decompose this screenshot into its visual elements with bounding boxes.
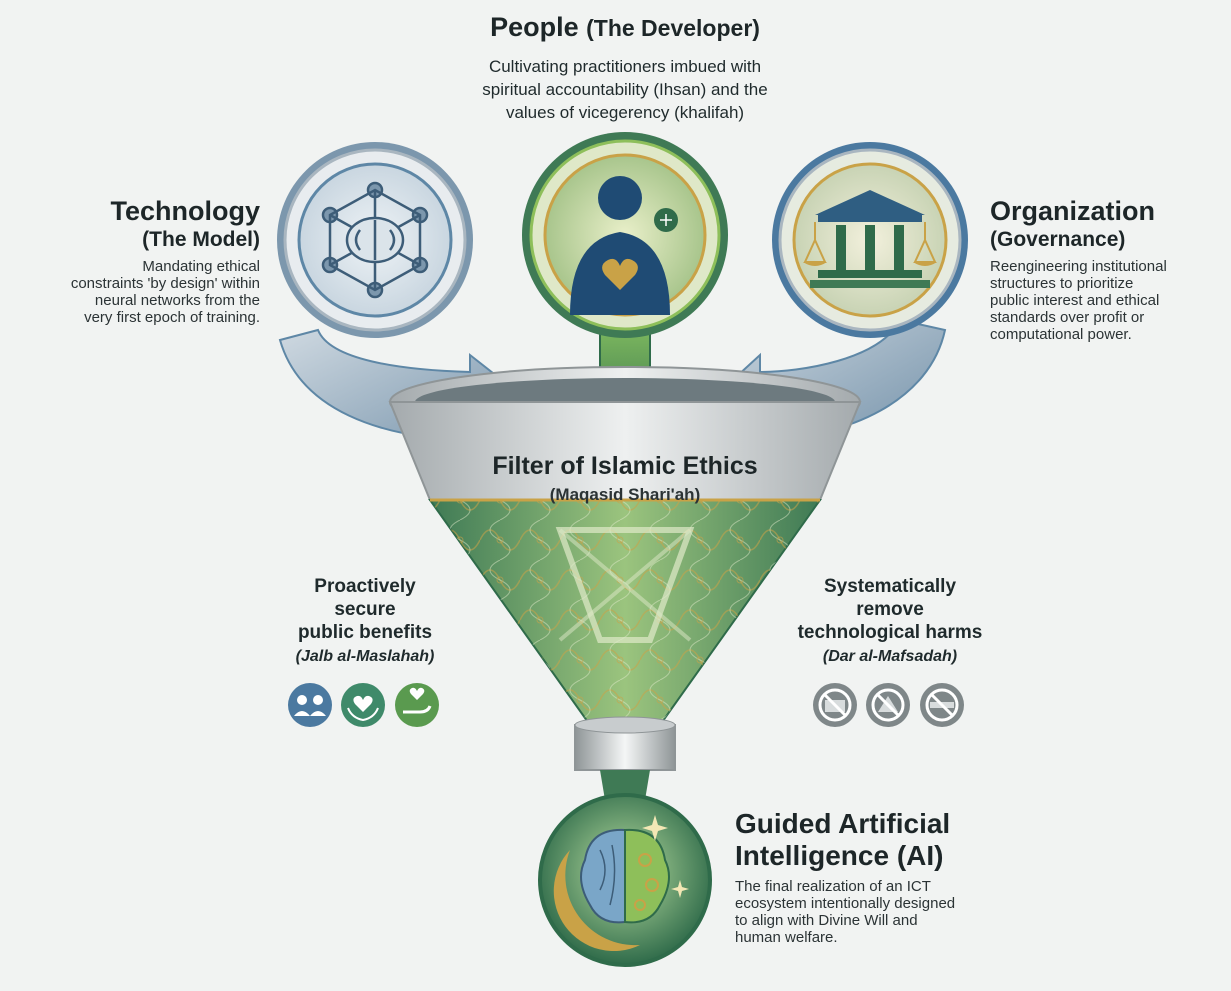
- technology-subtitle: (The Model): [142, 228, 260, 251]
- outcome-desc-line: to align with Divine Will and: [735, 912, 918, 929]
- technology-desc-line: constraints 'by design' within: [70, 275, 260, 292]
- people-title-main: People: [490, 12, 579, 42]
- organization-title: Organization: [990, 196, 1156, 226]
- outcome-desc-line: human welfare.: [735, 929, 838, 946]
- guided-brain-icon: [580, 815, 689, 924]
- benefits-caption-line: Proactively: [314, 576, 416, 597]
- people-subtitle: (The Developer): [586, 15, 760, 41]
- neural-brain-icon: [321, 181, 429, 299]
- technology-desc-line: neural networks from the: [94, 292, 260, 309]
- organization-subtitle: (Governance): [990, 228, 1126, 251]
- people-description: Cultivating practitioners imbued with sp…: [425, 55, 825, 124]
- benefits-term: (Jalb al-Maslahah): [295, 648, 435, 665]
- community-icon: [288, 683, 332, 727]
- benefits-caption-line: public benefits: [297, 622, 433, 643]
- organization-desc-line: public interest and ethical: [990, 292, 1160, 309]
- filter-subtitle: (Maqasid Shari'ah): [549, 485, 701, 504]
- person-heart-icon: [570, 176, 678, 315]
- benefits-caption: Proactively secure public benefits: [255, 575, 475, 644]
- organization-description: Reengineering institutional structures t…: [990, 258, 1210, 343]
- harms-caption: Systematically remove technological harm…: [770, 575, 1010, 644]
- people-title: People (The Developer): [415, 12, 835, 43]
- technology-desc-line: Mandating ethical: [142, 258, 260, 275]
- outcome-title-line: Guided Artificial: [735, 808, 951, 839]
- outcome-title: Guided Artificial Intelligence (AI): [735, 808, 1035, 872]
- outcome-description: The final realization of an ICT ecosyste…: [735, 878, 1005, 946]
- harms-term: (Dar al-Mafsadah): [822, 648, 958, 665]
- people-desc-line: values of vicegerency (khalifah): [505, 103, 745, 122]
- ethics-funnel: [388, 366, 862, 800]
- scales-of-justice-icon: [803, 190, 937, 288]
- technology-description: Mandating ethical constraints 'by design…: [40, 258, 260, 326]
- harms-caption-line: remove: [856, 599, 924, 620]
- technology-desc-line: very first epoch of training.: [84, 309, 260, 326]
- organization-desc-line: computational power.: [990, 326, 1132, 343]
- no-weapon-icon: [920, 683, 964, 727]
- heart-hands-icon: [341, 683, 385, 727]
- outcome-desc-line: ecosystem intentionally designed: [735, 895, 956, 912]
- no-misuse-icon: [866, 683, 910, 727]
- organization-desc-line: standards over profit or: [990, 309, 1145, 326]
- outcome-title-line: Intelligence (AI): [735, 840, 944, 871]
- filter-title: Filter of Islamic Ethics: [492, 452, 758, 480]
- no-harm-icon: [813, 683, 857, 727]
- benefits-caption-line: secure: [334, 599, 396, 620]
- people-desc-line: Cultivating practitioners imbued with: [488, 57, 762, 76]
- organization-desc-line: Reengineering institutional: [990, 258, 1167, 275]
- outcome-desc-line: The final realization of an ICT: [735, 878, 931, 895]
- people-desc-line: spiritual accountability (Ihsan) and the: [482, 80, 768, 99]
- technology-title: Technology: [110, 196, 260, 226]
- harms-caption-line: technological harms: [797, 622, 983, 643]
- care-hand-icon: [395, 683, 439, 727]
- organization-desc-line: structures to prioritize: [990, 275, 1134, 292]
- harms-caption-line: Systematically: [823, 576, 957, 597]
